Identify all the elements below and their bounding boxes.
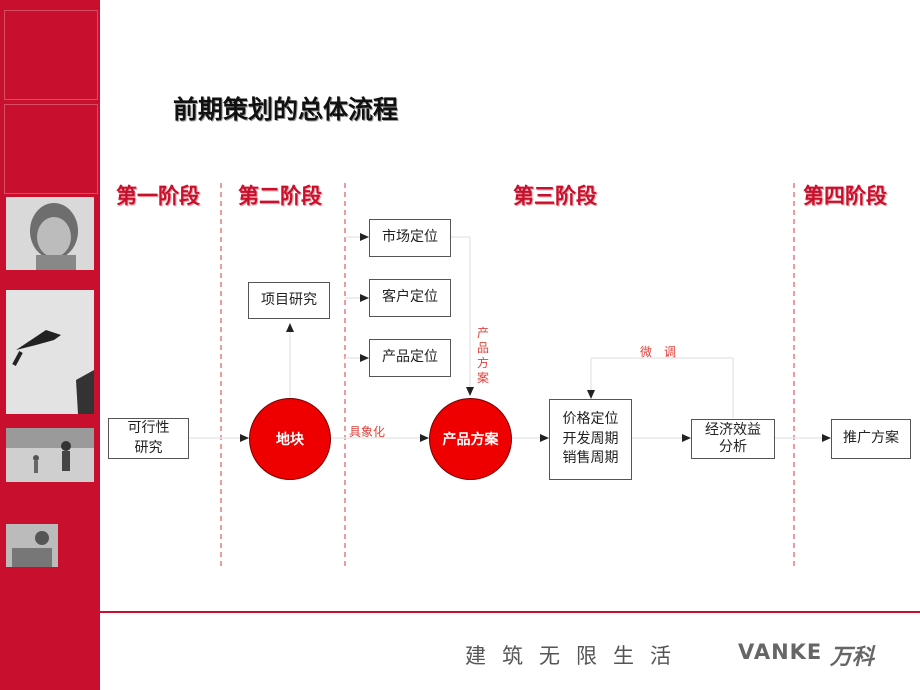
fine-tune-note: 微 调 (640, 345, 677, 359)
photo-child (6, 197, 94, 270)
page-title: 前期策划的总体流程 (173, 95, 399, 124)
customer-position-box: 客户定位 (369, 279, 451, 317)
left-sidebar (0, 0, 100, 690)
photo-people (6, 524, 58, 567)
feasibility-study-box: 可行性研究 (108, 418, 189, 459)
stage-1-label: 第一阶段 (116, 183, 200, 208)
sidebar-panel (4, 104, 98, 194)
project-research-box: 项目研究 (248, 282, 330, 319)
product-position-box: 产品定位 (369, 339, 451, 377)
concretize-note: 具象化 (349, 425, 386, 439)
sidebar-panel (4, 10, 98, 100)
footer-slogan: 建筑无限生活 (465, 644, 687, 668)
vanke-logo-cn: 万科 (830, 645, 875, 670)
stage-2-label: 第二阶段 (238, 183, 322, 208)
photo-family (6, 428, 94, 482)
stage-3-label: 第三阶段 (513, 183, 597, 208)
product-plan-vertical-note: 产 品 方 案 (476, 326, 489, 385)
pricing-cycles-box: 价格定位开发周期销售周期 (549, 399, 632, 480)
promotion-plan-box: 推广方案 (831, 419, 911, 459)
photo-diver (6, 290, 94, 414)
economic-analysis-box: 经济效益分析 (691, 419, 775, 459)
stage-4-label: 第四阶段 (803, 183, 887, 208)
market-position-box: 市场定位 (369, 219, 451, 257)
footer-divider (100, 611, 920, 613)
product-plan-circle: 产品方案 (429, 398, 512, 480)
land-circle: 地块 (249, 398, 331, 480)
vanke-logo: VANKE (738, 640, 823, 664)
